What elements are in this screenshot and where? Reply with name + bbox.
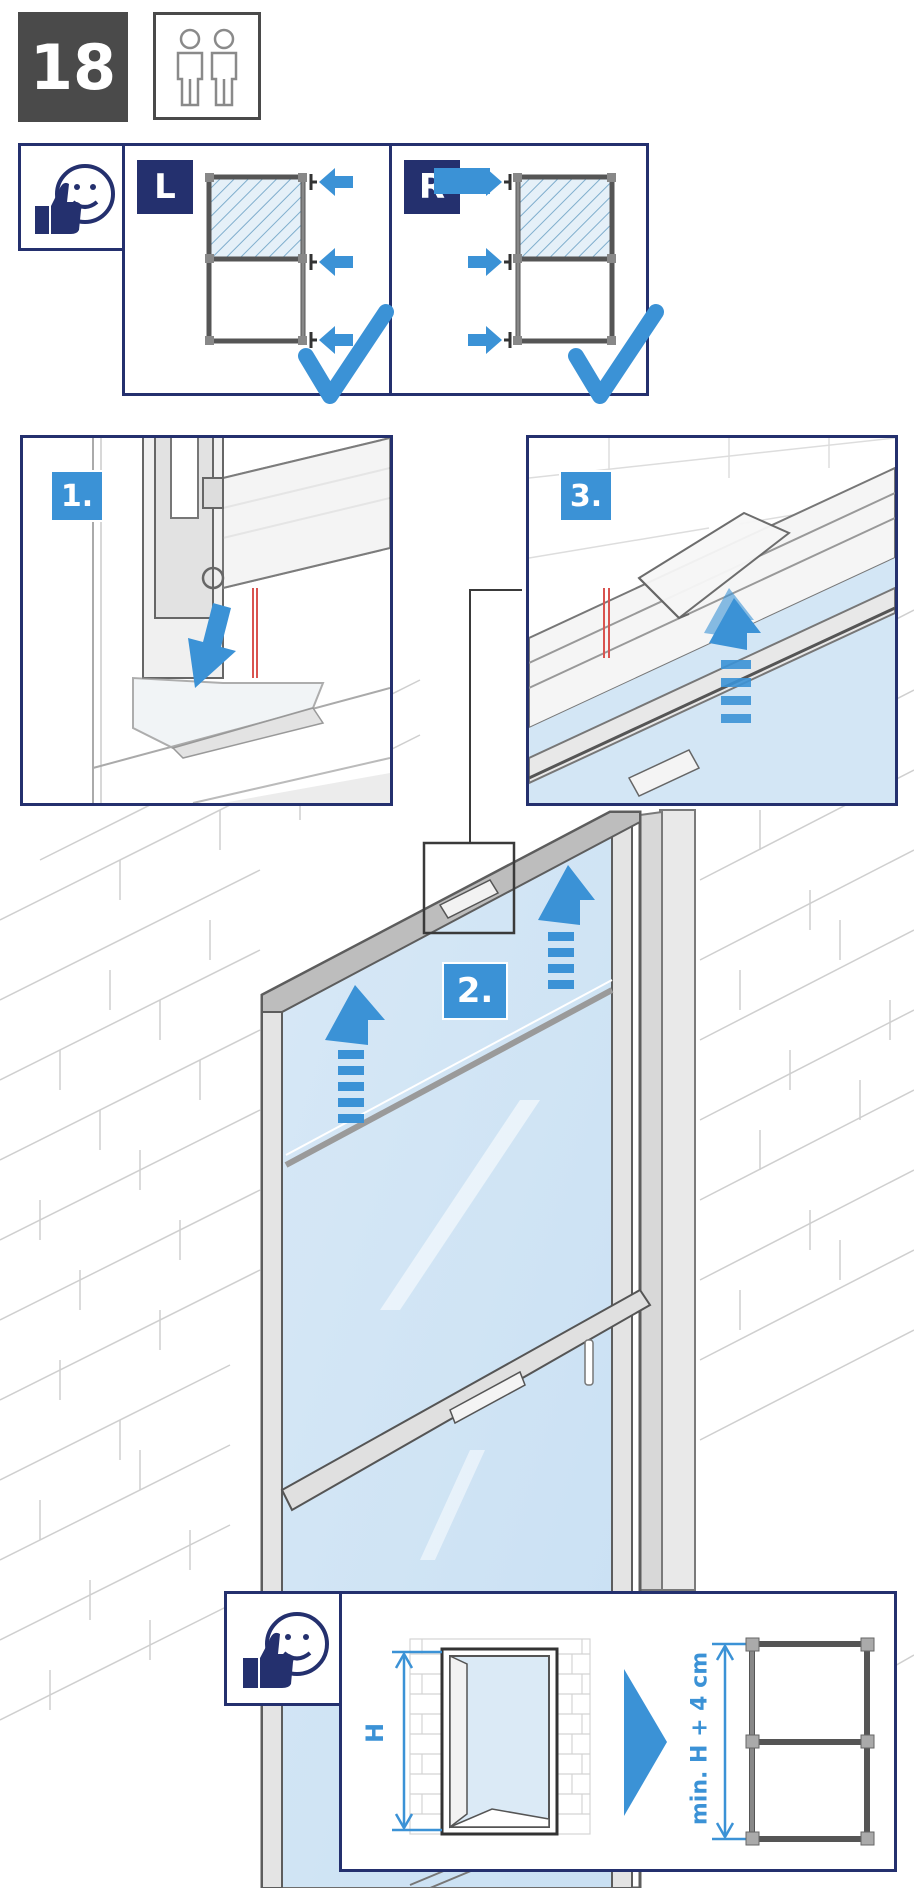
- thumbs-up-smiley-icon: [35, 164, 115, 234]
- two-persons-icon: [153, 12, 261, 120]
- blue-push-arrow-icon: [188, 603, 236, 688]
- detail-1-illustration: [23, 438, 390, 803]
- measurement-panel: H min. H + 4 cm: [339, 1591, 897, 1872]
- right-frame-diagram: [434, 168, 616, 354]
- step-number-badge: 18: [18, 12, 128, 122]
- brick-wall-left: [0, 679, 421, 1721]
- thumbs-up-smiley-icon: [243, 1612, 329, 1688]
- tip-icon-box-bottom: [224, 1591, 342, 1706]
- height-label: H: [361, 1722, 389, 1744]
- detail-step-1: 1.: [20, 435, 393, 806]
- right-hinge-panel: R: [389, 143, 649, 396]
- blue-push-arrow-icon: [704, 588, 761, 723]
- blue-push-arrow-icon: [538, 865, 595, 989]
- detail-step-3: 3.: [526, 435, 898, 806]
- step-number: 18: [29, 30, 117, 104]
- step-1-tag: 1.: [50, 470, 104, 522]
- left-side-tag: L: [137, 160, 193, 214]
- blue-push-arrow-icon: [319, 168, 353, 354]
- measurement-diagram: [392, 1637, 875, 1846]
- step-2-tag: 2.: [442, 962, 508, 1020]
- left-hinge-panel: L: [122, 143, 392, 396]
- min-height-label: min. H + 4 cm: [687, 1651, 713, 1826]
- tip-icon-box: [18, 143, 125, 251]
- next-arrow-icon: [624, 1669, 667, 1816]
- blue-push-arrow-icon: [468, 168, 502, 354]
- step-3-tag: 3.: [559, 470, 613, 522]
- blue-push-arrow-icon: [325, 985, 385, 1123]
- left-frame-diagram: [205, 168, 353, 354]
- callout-leader-line: [469, 589, 522, 843]
- check-mark-icon: [568, 304, 664, 404]
- check-mark-icon: [298, 304, 394, 404]
